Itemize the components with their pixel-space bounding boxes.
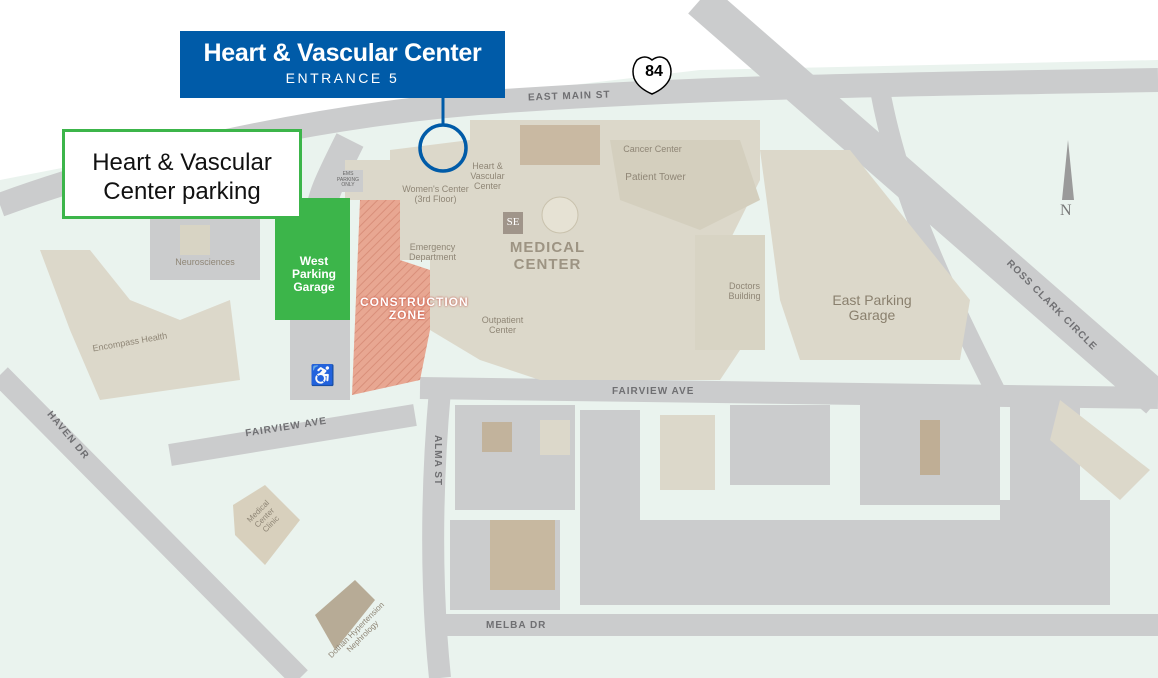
label-heart-vascular: Heart & Vascular Center: [470, 161, 505, 191]
accessible-parking-icon: [307, 363, 333, 389]
se-logo: SE: [506, 216, 520, 228]
road-alma: ALMA ST: [432, 434, 444, 487]
entrance-callout-subtitle: ENTRANCE 5: [285, 70, 400, 86]
highway-shield-icon: [632, 56, 672, 95]
label-cancer-center: Cancer Center: [623, 144, 682, 154]
entrance-callout-title: Heart & Vascular Center: [203, 39, 482, 67]
label-east-garage: East Parking Garage: [832, 292, 912, 324]
label-medical-center: MEDICAL CENTER: [509, 239, 586, 273]
buildings: [40, 120, 1150, 650]
accessible-icon: ♿: [310, 365, 335, 387]
label-doctors: Doctors Building: [728, 281, 761, 301]
label-outpatient: Outpatient Center: [481, 315, 524, 335]
label-emergency: Emergency Department: [408, 242, 457, 262]
label-west-garage: West Parking Garage: [291, 254, 336, 295]
road-melba: MELBA DR: [486, 620, 547, 631]
entrance-callout: Heart & Vascular Center ENTRANCE 5: [180, 31, 505, 98]
label-neurosciences: Neurosciences: [175, 257, 235, 267]
label-patient-tower: Patient Tower: [625, 172, 686, 183]
construction-zone-shape: [352, 200, 430, 395]
parking-callout: Heart & Vascular Center parking: [62, 129, 302, 219]
entrance-5-marker[interactable]: [418, 123, 468, 173]
label-ems-parking: EMS PARKING ONLY: [336, 171, 360, 188]
highway-shield-number: 84: [645, 63, 663, 80]
compass-north-icon: [1062, 140, 1074, 200]
label-womens-center: Women's Center (3rd Floor): [402, 184, 469, 204]
parking-lots: [150, 215, 1110, 610]
label-construction: CONSTRUCTION ZONE: [360, 295, 469, 323]
road-fairview-east: FAIRVIEW AVE: [612, 386, 695, 397]
compass-label: N: [1060, 202, 1072, 219]
